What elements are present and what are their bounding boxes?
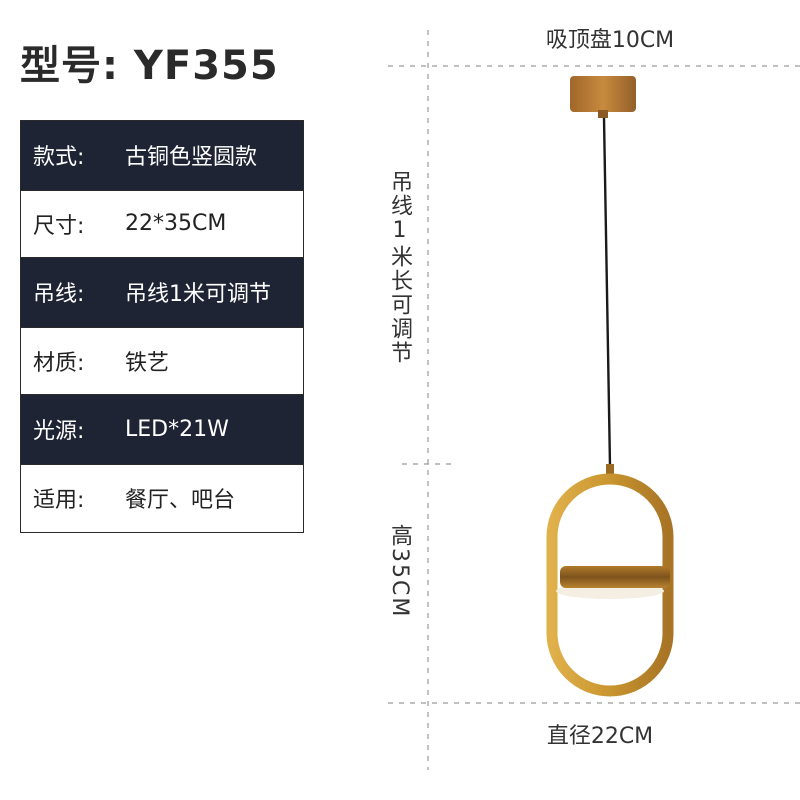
spec-label: 尺寸: xyxy=(33,213,85,239)
oval-ring-shade xyxy=(546,473,674,697)
cable-length-label: 吊线1米长可调节 xyxy=(387,170,412,365)
diameter-dimension-label: 直径22CM xyxy=(546,724,654,749)
cable-connector xyxy=(606,464,614,476)
spec-label: 吊线: xyxy=(33,282,85,308)
spec-row-usage: 适用: 餐厅、吧台 xyxy=(21,463,303,532)
spec-label: 适用: xyxy=(33,488,85,514)
spec-row-cable: 吊线: 吊线1米可调节 xyxy=(21,258,303,327)
spec-row-light-source: 光源: LED*21W xyxy=(21,395,303,464)
spec-value: 餐厅、吧台 xyxy=(125,488,236,514)
model-title: 型号: YF355 xyxy=(20,43,279,89)
ceiling-canopy xyxy=(570,76,636,118)
spec-value: 22*35CM xyxy=(125,211,227,237)
spec-label: 材质: xyxy=(33,350,85,376)
height-dimension-label: 高35CM xyxy=(387,524,412,619)
guide-lines xyxy=(388,30,800,770)
spec-value: 吊线1米可调节 xyxy=(125,282,271,308)
spec-label: 款式: xyxy=(33,145,85,171)
spec-row-size: 尺寸: 22*35CM xyxy=(21,189,303,258)
suspension-cable xyxy=(602,117,612,467)
spec-value: 铁艺 xyxy=(125,350,170,376)
spec-table: 款式: 古铜色竖圆款 尺寸: 22*35CM 吊线: 吊线1米可调节 材质: 铁… xyxy=(20,120,304,533)
spec-row-material: 材质: 铁艺 xyxy=(21,326,303,395)
canopy-dimension-label: 吸顶盘10CM xyxy=(545,28,675,53)
spec-value: 古铜色竖圆款 xyxy=(125,145,258,171)
spec-label: 光源: xyxy=(33,419,85,445)
spec-row-style: 款式: 古铜色竖圆款 xyxy=(21,121,303,190)
spec-value: LED*21W xyxy=(125,416,229,442)
